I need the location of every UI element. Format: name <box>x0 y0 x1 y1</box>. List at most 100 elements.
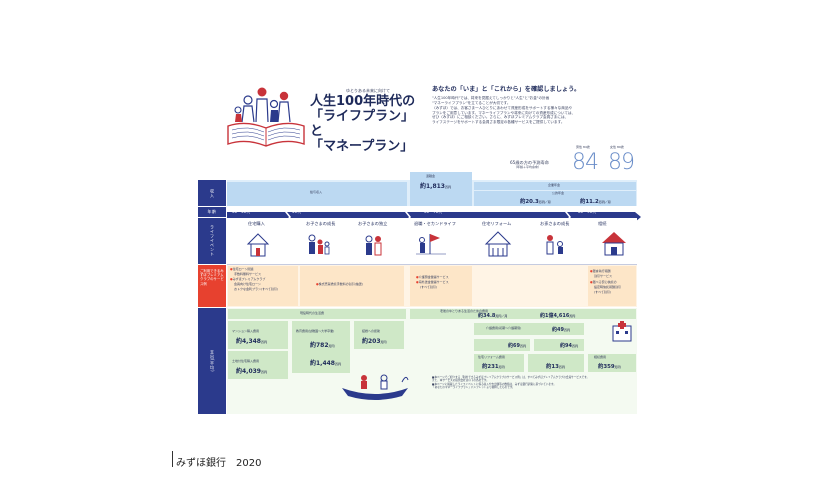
row-label-expense-text: 支出(平均) <box>210 349 215 373</box>
service-stock: ●株式売買委託手数料の割引(抽選) <box>316 282 363 287</box>
pension-single-num: 約11.2 <box>580 199 599 205</box>
boat-illustration <box>340 370 410 406</box>
event-house-purchase: 住宅購入 <box>248 221 265 226</box>
service-care: ●介護預金優遇サービス <box>416 275 449 280</box>
house-label: 土地付住宅購入費用 <box>232 359 260 363</box>
event-retirement: 退職・セカンドライフ <box>414 221 456 226</box>
mansion-label: マンション購入費用 <box>232 329 260 333</box>
intro-heading: あなたの「いま」と「これから」を確認しましょう。 <box>432 86 581 93</box>
care-unit: 万円 <box>563 328 570 332</box>
mansion-value: 約4,348万円 <box>236 336 267 345</box>
intro-line-2: "マネーライフプラン"を立てることが大切です。 <box>432 100 511 105</box>
pension-single: 約11.2万円／月 <box>580 197 611 205</box>
pension-couple-unit: 万円／月 <box>538 200 551 204</box>
reform-label: 住宅リフォーム費用 <box>478 355 505 359</box>
grandchild-value-num: 約13 <box>546 364 559 370</box>
inherit-box <box>588 354 636 372</box>
funeral-value: 約94万円 <box>560 342 578 349</box>
wedding-unit: 万円 <box>380 340 387 344</box>
service-overseas: ●海外送金優遇サービス <box>416 280 449 285</box>
care-value-num: 約49 <box>552 327 564 333</box>
funeral-box <box>534 339 584 351</box>
reform-value: 約231万円 <box>482 362 505 370</box>
service-trust-text: 遺べる安心信託の <box>592 280 617 284</box>
female-age: 89 <box>608 150 635 175</box>
male-suffix: 84歳 <box>582 145 590 149</box>
intro-line-5: ぜひ〈みずほ〉にご相談ください。さらに、みずほプレミアムクラブ会員さまには、 <box>432 115 569 120</box>
graduate-icon <box>360 232 386 262</box>
education2-unit: 万円 <box>334 362 341 366</box>
retirement-value: 約1,813万円 <box>420 181 451 190</box>
footer-divider <box>172 451 173 467</box>
reform-unit: 万円 <box>498 365 505 369</box>
retired-total-num: 約1億4,616 <box>540 313 570 319</box>
title-line-2: 「ライフプラン」と <box>310 109 415 139</box>
female-label-text: 女性 <box>610 145 617 149</box>
inherit-label: 相続費用 <box>594 355 607 359</box>
retired-living-unit: 万円／月 <box>495 314 508 318</box>
medical-value: 約69万円 <box>508 342 526 349</box>
care-box <box>474 323 584 335</box>
service-housing-2-text: みずほプレミアムクラブ <box>232 277 266 281</box>
retirement-label: 退職金 <box>426 174 436 178</box>
bullet-icon: ● <box>416 275 419 279</box>
female-label: 女性 89歳 <box>610 145 624 150</box>
title-line-1: 人生100年時代の <box>310 94 416 109</box>
row-label-age-text: 年齢 <box>207 209 217 214</box>
event-inheritance: 相続 <box>598 221 607 226</box>
education-label: 教育費用(幼稚園〜大学卒業) <box>296 329 335 333</box>
inherit-value: 約359万円 <box>598 362 621 370</box>
row-label-life-event-text: ライフイベント <box>210 225 215 257</box>
medical-value-num: 約69 <box>508 343 520 349</box>
funeral-unit: 万円 <box>571 344 578 348</box>
male-label-text: 男性 <box>576 145 583 149</box>
medical-unit: 万円 <box>519 344 526 348</box>
service-overseas-b: (すべて割引) <box>420 285 438 289</box>
grandchild-value: 約13万円 <box>546 362 565 370</box>
bullet-icon: ● <box>230 267 233 271</box>
living-band <box>228 309 406 319</box>
house-value-num: 約4,039 <box>236 368 261 375</box>
house-icon <box>246 232 270 262</box>
retirement-value-num: 約1,813 <box>420 183 445 190</box>
bullet-icon: ● <box>416 280 419 284</box>
male-age: 84 <box>572 150 599 175</box>
retired-total-unit: 万円 <box>569 314 576 318</box>
family-icon <box>306 232 332 262</box>
care-label: 介護費用(初期〜介護期間) <box>486 326 522 330</box>
bullet-icon: ● <box>316 282 319 286</box>
education-value: 約782万円 <box>310 340 335 349</box>
intro-line-1: "人生100年時代"では、将来を見据えてしっかりと"人生"と"お金"の計画 <box>432 96 550 100</box>
kicker-text: ゆとりある未来に向けて <box>346 88 390 93</box>
row-label-income: 収入 <box>198 180 226 206</box>
retired-living-value: 約34.8万円／月 <box>478 312 507 319</box>
pension-couple: 約20.3万円／月 <box>520 197 551 205</box>
service-stock-text: 株式売買委託手数料の割引(抽選) <box>318 282 363 286</box>
reform-box <box>474 354 524 372</box>
service-trust-b: 設定時信託報酬割引 <box>594 285 622 289</box>
house-box <box>228 351 288 379</box>
notes-block: ■本ページでご紹介する「利用できるみずほプレミアムクラブのサービス例」は、すべて… <box>432 376 642 389</box>
wedding-label: 結婚への援助 <box>362 329 381 333</box>
mansion-unit: 万円 <box>260 340 267 344</box>
bullet-icon: ● <box>590 280 593 284</box>
service-overseas-text: 海外送金優遇サービス <box>418 280 449 284</box>
service-box-care <box>410 266 472 306</box>
service-housing-1: ●住宅ローン関連 <box>230 267 253 272</box>
golf-icon <box>416 230 446 262</box>
service-will: ●遺言執行報酬 <box>590 269 611 274</box>
row-label-service-text: ご利用できるみずほプレミアムクラブのサービス例 <box>200 269 224 286</box>
male-label: 男性 84歳 <box>576 145 590 150</box>
service-will-b: 割引サービス <box>594 274 613 278</box>
mansion-box <box>228 321 288 349</box>
footer-text: みずほ銀行 2020 <box>176 458 262 469</box>
grandchild-box <box>528 354 584 372</box>
service-will-text: 遺言執行報酬 <box>592 269 611 273</box>
medical-box <box>474 339 530 351</box>
age-60-70: 60〜70代 <box>424 209 443 214</box>
corporate-pension-label: 企業年金 <box>548 183 561 187</box>
living-label: 現役時代の生活費 <box>300 311 325 315</box>
life-expectancy-sub: （年齢＋平均余命） <box>514 165 542 169</box>
inherit-unit: 万円 <box>614 365 621 369</box>
inheritance-house-icon <box>600 230 628 262</box>
